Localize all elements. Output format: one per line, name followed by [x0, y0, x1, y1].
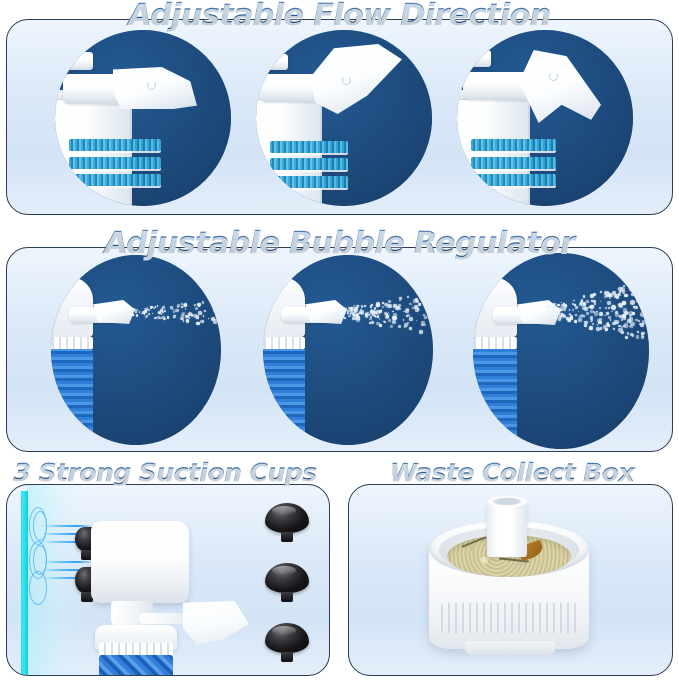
filter-sponge-strip: [270, 140, 348, 153]
panel-suction-cups-content: [7, 485, 329, 675]
panel-flow-direction: [6, 19, 673, 215]
box-vent-grooves: [441, 603, 577, 633]
filter-media-column: [51, 349, 93, 445]
photo-bubbles-high: [473, 253, 649, 449]
photo-flow-downward: [457, 30, 633, 206]
vane-dimple-icon: [147, 81, 156, 90]
suction-force-ray: [41, 525, 93, 527]
suction-cup-part: [265, 563, 309, 593]
filter-sponge-strip: [69, 174, 161, 187]
flow-director-fin: [183, 601, 249, 645]
suction-wave-icon: [29, 571, 47, 605]
canister-ribs: [99, 643, 173, 655]
section-title-suction-cups: 3 Strong Suction Cups: [0, 458, 330, 487]
center-intake-tube: [487, 496, 527, 557]
filter-sponge-strip: [69, 139, 161, 152]
pump-highlight: [97, 526, 155, 542]
suction-cup-part: [265, 503, 309, 533]
suction-force-ray: [41, 561, 93, 563]
filter-sponge-strip: [471, 156, 556, 169]
filter-media-column: [473, 349, 517, 449]
pump-ribs: [473, 337, 517, 349]
suction-cup-part: [265, 623, 309, 653]
suction-force-ray: [41, 541, 95, 543]
section-title-waste-collect-box: Waste Collect Box: [345, 458, 679, 487]
cup-highlight: [272, 626, 296, 635]
pump-ribs: [263, 337, 305, 349]
photo-flow-upward: [256, 30, 432, 206]
suction-force-ray: [41, 533, 89, 535]
filter-sponge-strip: [270, 158, 348, 171]
panel-flow-direction-content: [7, 20, 672, 214]
section-title-flow-direction: Adjustable Flow Direction: [0, 0, 679, 33]
filter-sponge-strip: [270, 176, 348, 189]
pump-ribs: [51, 337, 93, 349]
vane-dimple-icon: [549, 72, 558, 81]
suction-force-ray: [41, 577, 95, 579]
filter-pump-body: [91, 521, 189, 603]
bubble-stream-high: [547, 273, 649, 347]
filter-media-column: [263, 349, 305, 445]
bubble-stream-low: [123, 289, 221, 333]
section-title-bubble-regulator: Adjustable Bubble Regulator: [0, 226, 679, 261]
filter-sponge-strip: [471, 139, 556, 152]
canister-blue-media: [99, 655, 173, 675]
panel-waste-collect-box: [348, 484, 673, 676]
panel-suction-cups: [6, 484, 330, 676]
outlet-elbow: [256, 54, 288, 70]
suction-force-ray: [41, 569, 89, 571]
outlet-elbow: [457, 50, 491, 67]
panel-bubble-regulator: [6, 247, 673, 452]
photo-bubbles-medium: [263, 255, 433, 445]
filter-sponge-strip: [471, 174, 556, 187]
panel-waste-collect-box-content: [349, 485, 672, 675]
box-foot: [465, 641, 555, 655]
bubble-regulator-nozzle: [305, 300, 347, 324]
photo-bubbles-low: [51, 255, 221, 445]
photo-flow-horizontal: [55, 30, 231, 206]
bubble-stream-medium: [333, 283, 433, 341]
aquarium-glass-pane: [21, 491, 28, 675]
bubble-regulator-nozzle: [93, 300, 135, 324]
outlet-elbow: [57, 52, 93, 70]
swivel-arm: [139, 613, 195, 624]
filter-sponge-strip: [69, 156, 161, 169]
cup-highlight: [272, 566, 296, 575]
panel-bubble-regulator-content: [7, 248, 672, 451]
vane-dimple-icon: [342, 76, 351, 85]
cup-highlight: [272, 506, 296, 515]
